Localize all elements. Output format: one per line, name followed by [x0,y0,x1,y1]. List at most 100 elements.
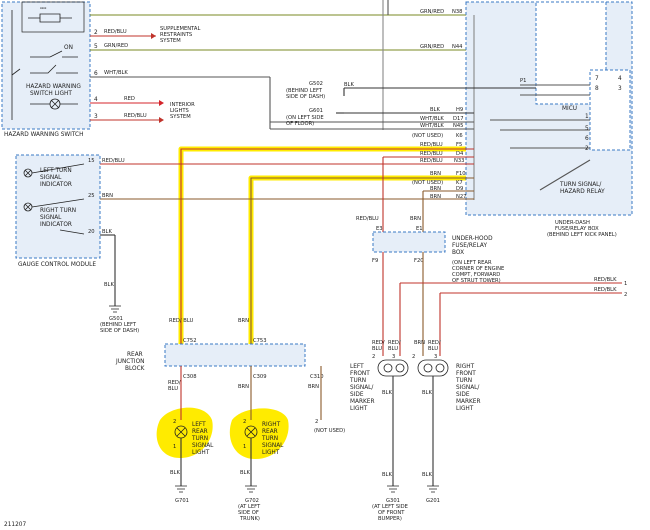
svg-text:RESTRAINTS: RESTRAINTS [160,32,192,38]
svg-text:BRN: BRN [102,193,113,199]
svg-text:RED/BLU: RED/BLU [420,158,443,164]
svg-text:1: 1 [624,281,627,287]
svg-text:8: 8 [595,86,599,92]
svg-text:RED/BLU: RED/BLU [356,216,379,222]
svg-text:BLK: BLK [344,82,354,88]
svg-text:2: 2 [585,146,589,152]
svg-text:20: 20 [88,229,95,235]
micu-label: MICU [562,106,577,112]
svg-text:BRN: BRN [430,171,441,177]
svg-text:INDICATOR: INDICATOR [40,182,72,188]
svg-text:BLK: BLK [102,229,112,235]
svg-text:REAR: REAR [192,429,208,435]
svg-text:LIGHT: LIGHT [350,406,368,412]
svg-text:G301: G301 [386,498,400,504]
svg-text:RED/: RED/ [388,340,401,346]
svg-text:RIGHT: RIGHT [262,422,281,428]
svg-text:RED/: RED/ [428,340,441,346]
svg-text:SIDE OF: SIDE OF [238,510,259,516]
svg-text:MARKER: MARKER [350,399,375,405]
svg-text:RED/ BLU: RED/ BLU [169,318,193,324]
svg-text:RED/BLK: RED/BLK [594,277,617,283]
interior-label: INTERIOR [170,102,195,108]
svg-text:N45: N45 [453,123,463,129]
svg-text:6: 6 [585,136,589,142]
svg-text:SYSTEM: SYSTEM [170,114,191,120]
svg-text:SIGNAL: SIGNAL [262,443,284,449]
svg-text:C310: C310 [310,374,324,380]
svg-text:LIGHT: LIGHT [262,450,280,456]
svg-text:SYSTEM: SYSTEM [160,38,181,44]
svg-text:BOX: BOX [452,250,464,256]
svg-text:N38: N38 [452,9,462,15]
diagram-id: 211207 [4,522,26,528]
svg-text:RED/: RED/ [168,380,181,386]
hazard-switch-wires: 2 RED/BLU SUPPLEMENTAL RESTRAINTS SYSTEM… [90,0,474,130]
svg-text:BRN: BRN [238,318,249,324]
svg-text:REAR: REAR [262,429,278,435]
svg-text:2: 2 [173,419,176,425]
svg-text:BLK: BLK [430,107,440,113]
svg-text:K6: K6 [456,133,463,139]
under-dash-fuse-relay-box: MICU TURN SIGNAL/ HAZARD RELAY UNDER-DAS… [465,1,633,238]
svg-text:SIDE: SIDE [350,392,364,398]
circuit-highlights [156,146,474,460]
svg-text:F9: F9 [372,258,378,264]
svg-text:UNDER-HOOD: UNDER-HOOD [452,236,493,242]
svg-text:D4: D4 [456,151,464,157]
svg-text:5: 5 [585,126,589,132]
svg-text:BLK: BLK [170,470,180,476]
svg-text:(ON LEFT SIDE: (ON LEFT SIDE [286,115,324,121]
rear-lights: 2 1 LEFT REAR TURN SIGNAL LIGHT BLK G701… [170,419,345,522]
svg-text:BLU: BLU [388,346,398,352]
gauge-title: GAUGE CONTROL MODULE [18,262,96,268]
svg-text:LIGHTS: LIGHTS [170,108,189,114]
svg-text:BUMPER): BUMPER) [378,516,402,522]
fuse-box-connectors: GRN/RED N38 GRN/RED N44 P1 BLK BLK H9 WH… [100,9,536,200]
svg-text:WHT/BLK: WHT/BLK [420,116,444,122]
svg-text:2: 2 [315,419,318,425]
hazard-light-label: HAZARD WARNING [26,84,81,90]
svg-text:2: 2 [94,30,98,36]
under-dash-title: UNDER-DASH [555,220,590,226]
svg-text:SIDE OF DASH): SIDE OF DASH) [286,94,325,100]
svg-text:BRN: BRN [430,186,441,192]
svg-text:D9: D9 [456,186,463,192]
svg-text:3: 3 [94,114,98,120]
svg-text:D17: D17 [453,116,464,122]
svg-text:LEFT TURN: LEFT TURN [40,168,72,174]
svg-text:(NOT USED): (NOT USED) [412,180,443,186]
svg-text:FRONT: FRONT [456,371,476,377]
svg-text:(NOT USED): (NOT USED) [314,428,345,434]
svg-text:OF FLOOR): OF FLOOR) [286,121,314,127]
svg-text:C752: C752 [183,338,197,344]
svg-text:RIGHT TURN: RIGHT TURN [40,208,76,214]
svg-text:SIGNAL: SIGNAL [40,175,62,181]
svg-text:N33: N33 [454,158,464,164]
svg-text:C753: C753 [253,338,267,344]
svg-text:F20: F20 [414,258,424,264]
svg-text:(BEHIND LEFT: (BEHIND LEFT [286,88,323,94]
mid-grounds: G502 (BEHIND LEFT SIDE OF DASH) G601 (ON… [286,81,345,127]
svg-text:N44: N44 [452,44,463,50]
wire-label-pin6: WHT/BLK [104,70,128,76]
svg-text:BLU: BLU [372,346,382,352]
svg-text:1: 1 [243,444,246,450]
svg-text:OF STRUT TOWER): OF STRUT TOWER) [452,278,501,284]
svg-text:N27: N27 [456,194,466,200]
switch-on-label: ON [64,45,73,51]
under-hood-fuse-box: RED/BLU BRN E3 E1 UNDER-HOOD FUSE/RELAY … [356,157,504,356]
svg-text:SWITCH LIGHT: SWITCH LIGHT [30,91,72,97]
svg-text:(AT LEFT SIDE: (AT LEFT SIDE [372,504,408,510]
svg-text:BRN: BRN [410,216,421,222]
svg-text:RED/BLU: RED/BLU [420,142,443,148]
svg-text:BRN: BRN [308,384,319,390]
svg-text:K7: K7 [456,180,463,186]
svg-text:G701: G701 [175,498,189,504]
svg-text:REAR: REAR [127,352,143,358]
turn-relay-label: TURN SIGNAL/ [559,182,601,188]
svg-text:RED/: RED/ [372,340,385,346]
svg-text:5: 5 [94,44,98,50]
svg-text:TURN: TURN [191,436,208,442]
